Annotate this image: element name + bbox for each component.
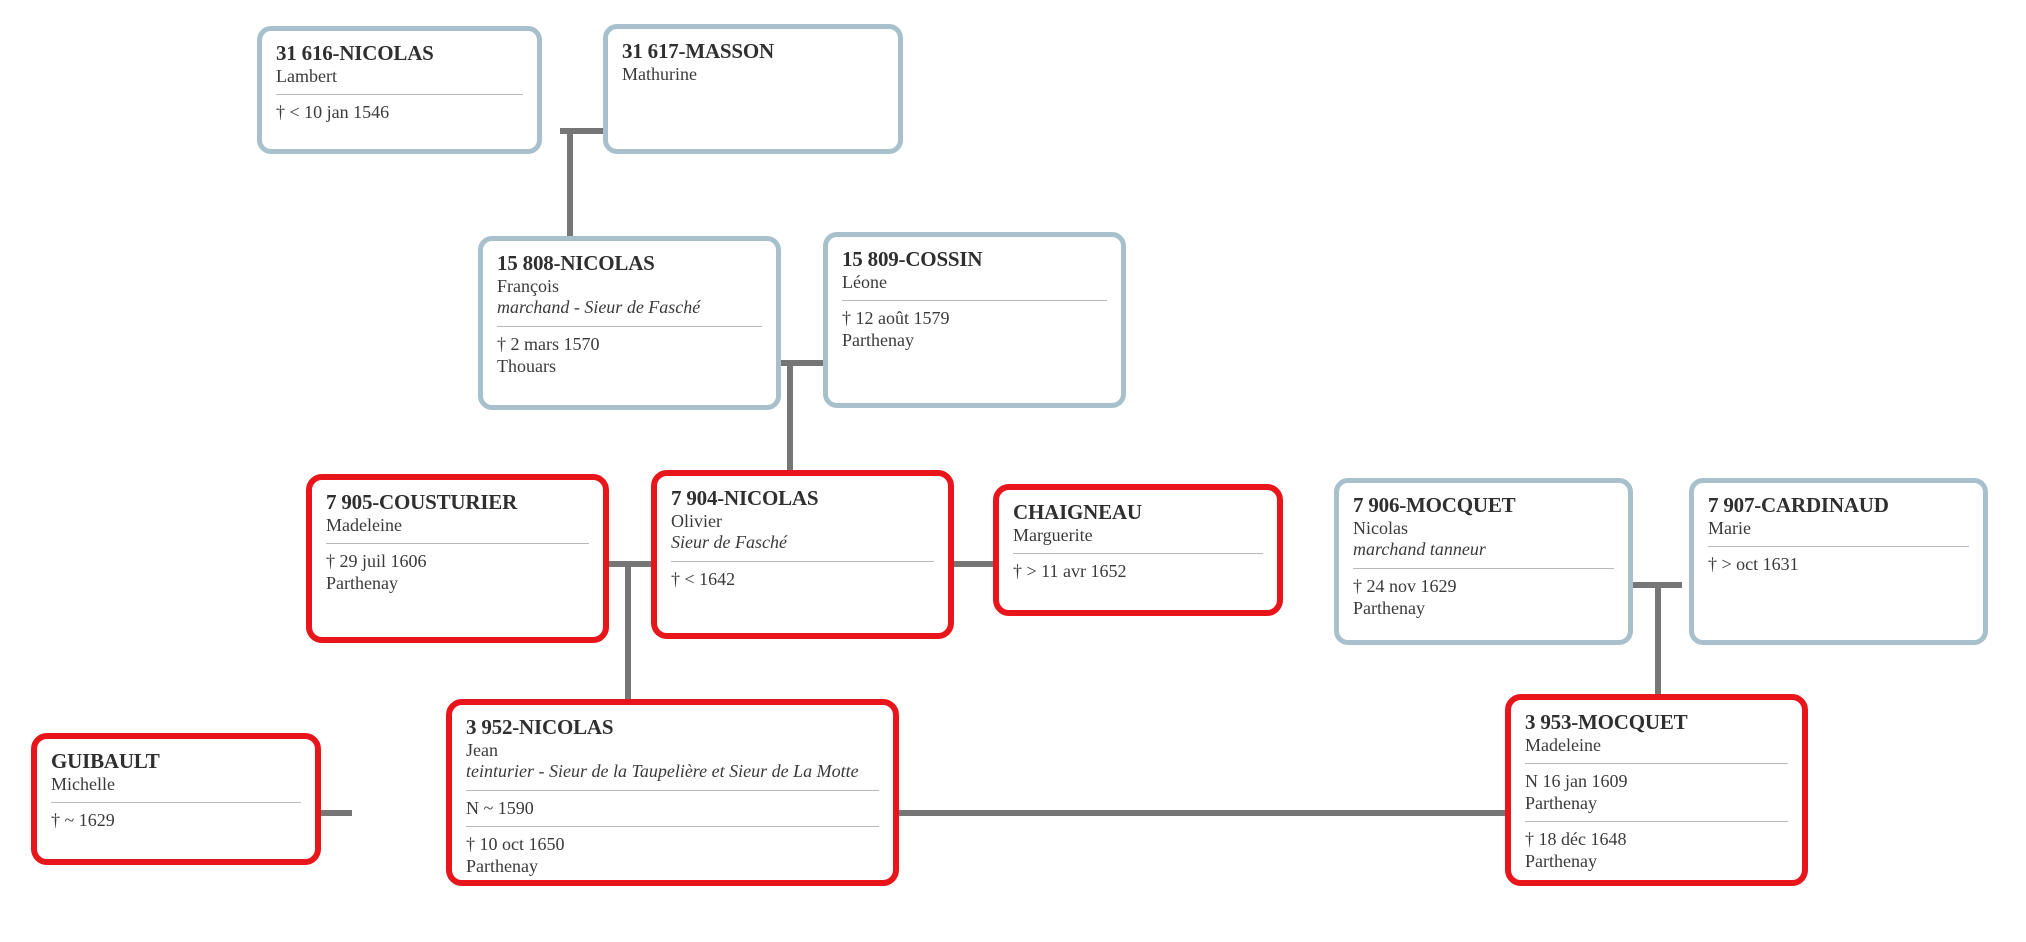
person-surname: 15 809-COSSIN xyxy=(842,247,983,271)
person-given-name: Jean xyxy=(466,739,498,760)
person-birth: N ~ 1590 xyxy=(466,797,534,818)
person-given-name: Olivier xyxy=(671,510,722,531)
person-given-name: Lambert xyxy=(276,65,337,86)
person-given-name: Marie xyxy=(1708,517,1751,538)
person-surname: 31 616-NICOLAS xyxy=(276,41,434,65)
connector-marriage-gen2 xyxy=(780,360,832,366)
person-given-name: Marguerite xyxy=(1013,524,1093,545)
person-card-3952-nicolas[interactable]: 3 952-NICOLAS Jean teinturier - Sieur de… xyxy=(446,699,899,886)
person-surname: 15 808-NICOLAS xyxy=(497,251,655,275)
person-given-name: Léone xyxy=(842,271,887,292)
person-card-31616-nicolas[interactable]: 31 616-NICOLAS Lambert † < 10 jan 1546 xyxy=(257,26,542,154)
person-death: † > 11 avr 1652 xyxy=(1013,561,1127,582)
person-surname: CHAIGNEAU xyxy=(1013,500,1142,524)
person-surname: 7 905-COUSTURIER xyxy=(326,490,518,514)
connector-marriage-nicolas-chaigneau xyxy=(950,561,1000,567)
person-card-3953-mocquet[interactable]: 3 953-MOCQUET Madeleine N 16 jan 1609 Pa… xyxy=(1505,694,1808,886)
person-card-31617-masson[interactable]: 31 617-MASSON Mathurine xyxy=(603,24,903,154)
person-death: † 12 août 1579 Parthenay xyxy=(842,308,950,351)
person-death: † ~ 1629 xyxy=(51,810,115,831)
person-card-15808-nicolas[interactable]: 15 808-NICOLAS François marchand - Sieur… xyxy=(478,236,781,410)
person-surname: 7 907-CARDINAUD xyxy=(1708,493,1889,517)
person-given-name: Michelle xyxy=(51,773,115,794)
person-death: † 18 déc 1648 Parthenay xyxy=(1525,829,1627,872)
person-surname: 31 617-MASSON xyxy=(622,39,774,63)
card-divider xyxy=(326,543,589,545)
connector-descent-gen3-left xyxy=(625,561,631,702)
card-divider xyxy=(497,325,762,327)
person-surname: 7 906-MOCQUET xyxy=(1353,493,1516,517)
card-divider xyxy=(466,789,879,791)
card-divider xyxy=(1525,821,1788,823)
person-given-name: François xyxy=(497,275,559,296)
connector-descent-gen1 xyxy=(567,128,573,238)
connector-marriage-gen1 xyxy=(560,128,612,134)
card-divider xyxy=(842,300,1107,302)
person-given-name: Nicolas xyxy=(1353,517,1408,538)
person-card-7905-cousturier[interactable]: 7 905-COUSTURIER Madeleine † 29 juil 160… xyxy=(306,474,609,643)
card-divider xyxy=(671,560,934,562)
connector-marriage-cousturier-nicolas xyxy=(608,561,658,567)
card-divider xyxy=(1013,553,1263,555)
connector-marriage-nicolas-mocquet xyxy=(894,810,1510,816)
person-death: † > oct 1631 xyxy=(1708,554,1799,575)
card-divider xyxy=(1353,567,1614,569)
person-surname: GUIBAULT xyxy=(51,749,160,773)
connector-descent-gen2 xyxy=(787,360,793,470)
person-card-guibault[interactable]: GUIBAULT Michelle † ~ 1629 xyxy=(31,733,321,865)
person-given-name: Madeleine xyxy=(326,514,402,535)
person-occupation: Sieur de Fasché xyxy=(671,532,787,553)
person-card-7904-nicolas[interactable]: 7 904-NICOLAS Olivier Sieur de Fasché † … xyxy=(651,470,954,639)
person-death: † 2 mars 1570 Thouars xyxy=(497,333,600,376)
card-divider xyxy=(276,94,523,96)
person-card-15809-cossin[interactable]: 15 809-COSSIN Léone † 12 août 1579 Parth… xyxy=(823,232,1126,408)
person-occupation: marchand - Sieur de Fasché xyxy=(497,297,701,318)
person-death: † < 10 jan 1546 xyxy=(276,102,390,123)
person-given-name: Madeleine xyxy=(1525,734,1601,755)
person-card-chaigneau[interactable]: CHAIGNEAU Marguerite † > 11 avr 1652 xyxy=(993,484,1283,616)
person-given-name: Mathurine xyxy=(622,63,697,84)
person-surname: 3 952-NICOLAS xyxy=(466,715,614,739)
card-divider xyxy=(1525,763,1788,765)
connector-descent-gen3-right xyxy=(1655,582,1661,702)
person-surname: 7 904-NICOLAS xyxy=(671,486,819,510)
card-divider xyxy=(466,825,879,827)
person-death: † 10 oct 1650 Parthenay xyxy=(466,833,565,876)
person-surname: 3 953-MOCQUET xyxy=(1525,710,1688,734)
person-death: † < 1642 xyxy=(671,568,736,589)
person-death: † 29 juil 1606 Parthenay xyxy=(326,551,427,594)
person-occupation: marchand tanneur xyxy=(1353,539,1486,560)
card-divider xyxy=(51,802,301,804)
person-card-7907-cardinaud[interactable]: 7 907-CARDINAUD Marie † > oct 1631 xyxy=(1689,478,1988,645)
connector-marriage-guibault-nicolas xyxy=(312,810,352,816)
person-birth: N 16 jan 1609 Parthenay xyxy=(1525,771,1628,814)
person-death: † 24 nov 1629 Parthenay xyxy=(1353,575,1457,618)
card-divider xyxy=(1708,546,1969,548)
person-card-7906-mocquet[interactable]: 7 906-MOCQUET Nicolas marchand tanneur †… xyxy=(1334,478,1633,645)
person-occupation: teinturier - Sieur de la Taupelière et S… xyxy=(466,761,859,782)
